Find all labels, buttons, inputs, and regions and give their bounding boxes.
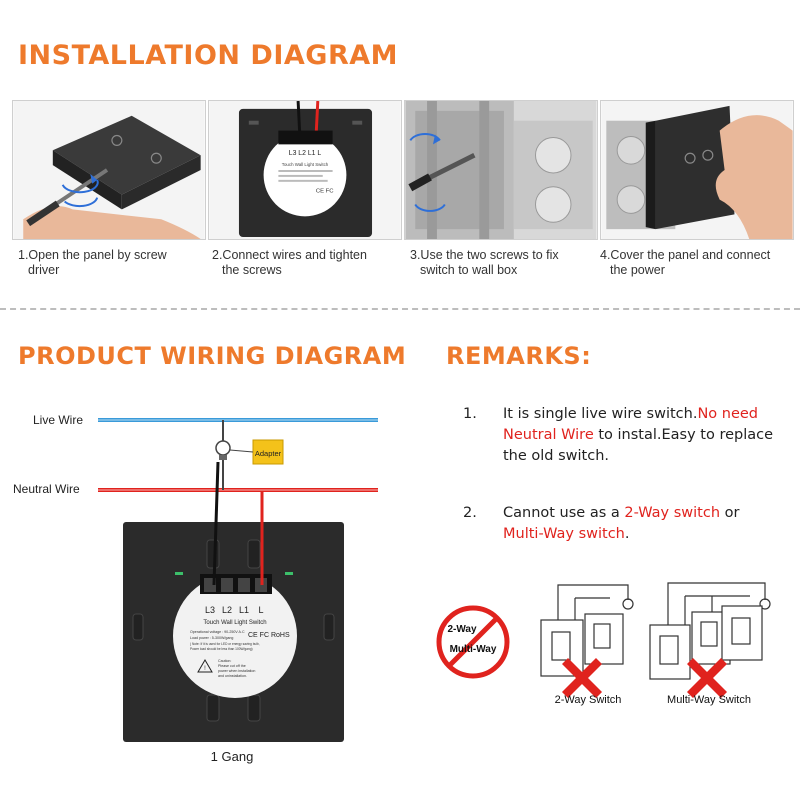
caution-title: Caution:: [218, 659, 231, 663]
terminal-l: L: [258, 605, 263, 615]
gang-label: 1 Gang: [211, 749, 254, 764]
spec-voltage: Operational voltage : 90-250V A.C: [190, 630, 245, 634]
remark-1-text-c: the old switch.: [503, 448, 610, 464]
bulb-icon: [215, 440, 231, 456]
svg-text:CE FC: CE FC: [316, 189, 334, 195]
remark-1-highlight-a: No need: [697, 406, 759, 422]
section-divider: [0, 308, 800, 310]
cover-panel-illustration: [601, 101, 793, 239]
step-4-photo: [600, 100, 794, 240]
load-wire: [212, 461, 220, 586]
connect-wires-illustration: L3 L2 L1 L Touch Wall Light Switch CE FC: [209, 101, 401, 239]
svg-text:!: !: [204, 666, 206, 672]
remark-2-number: 2.: [463, 505, 477, 521]
adapter-box: [252, 439, 284, 465]
neutral-wire-label: Neutral Wire: [13, 482, 80, 496]
step-2-photo: L3 L2 L1 L Touch Wall Light Switch CE FC: [208, 100, 402, 240]
wiring-diagram: Live Wire Neutral Wire Adapter L3 L2 L 1 …: [13, 413, 378, 764]
caution-line-2: power when installation: [218, 669, 255, 673]
remarks-heading: REMARKS:: [446, 342, 592, 370]
cert-marks: CE FC RoHS: [248, 632, 290, 639]
spec-note-2: Power load should be less than 100W/gang…: [190, 647, 253, 651]
warning-icon: [197, 659, 213, 673]
terminal-l2: L2: [222, 605, 232, 615]
fix-screws-illustration: [405, 101, 597, 239]
no-sign-line-1: 2-Way: [447, 624, 477, 635]
caution-line-3: and uninstallation.: [218, 674, 247, 678]
spec-load: Load power : 5-300W/gang: [190, 636, 233, 640]
terminal-l3: L3: [205, 605, 215, 615]
open-panel-illustration: [13, 101, 205, 239]
switch-types-illustration: 2-Way Multi-Way 2-Way Switch Multi-Way S…: [436, 582, 771, 706]
remark-1-text-b: to instal.Easy to replace: [593, 427, 774, 443]
two-way-label: 2-Way Switch: [555, 694, 622, 706]
multi-way-cross-icon: [687, 658, 727, 698]
multi-way-diagram: Multi-Way Switch: [649, 582, 771, 706]
remark-2-text-c: .: [624, 526, 630, 542]
svg-text:Touch Wall Light Switch: Touch Wall Light Switch: [282, 162, 329, 167]
label-title: Touch Wall Light Switch: [203, 620, 266, 626]
two-way-bulb-icon: [622, 598, 634, 610]
remark-2-highlight-b: Multi-Way switch: [503, 526, 625, 542]
adapter-label: Adapter: [255, 449, 282, 458]
two-way-cross-icon: [562, 658, 602, 698]
remark-1-highlight-b: Neutral Wire: [503, 427, 594, 443]
wiring-heading: PRODUCT WIRING DIAGRAM: [18, 342, 407, 370]
remark-1-text-a: It is single live wire switch.: [503, 406, 698, 422]
multi-way-bulb-icon: [759, 598, 771, 610]
remark-2-text-a: Cannot use as a: [503, 505, 625, 521]
svg-text:L3 L2 L1 L: L3 L2 L1 L: [289, 150, 322, 157]
installation-heading: INSTALLATION DIAGRAM: [18, 40, 398, 71]
step-1-photo: [12, 100, 206, 240]
remark-2-text-b: or: [720, 505, 740, 521]
step-3-photo: [404, 100, 598, 240]
remark-1-number: 1.: [463, 406, 477, 422]
two-way-diagram: 2-Way Switch: [540, 584, 634, 706]
live-wire-label: Live Wire: [33, 413, 83, 427]
caution-line-1: Please cut off the: [218, 664, 246, 668]
switch-label-disc: [173, 574, 297, 698]
terminal-l1: L1: [239, 605, 249, 615]
no-sign-line-2: Multi-Way: [450, 644, 497, 655]
remark-2-highlight-a: 2-Way switch: [624, 505, 721, 521]
spec-note: ( Note: If it is used for LED or energy …: [190, 642, 260, 646]
terminal-block: [200, 574, 272, 594]
multi-way-label: Multi-Way Switch: [667, 694, 751, 706]
